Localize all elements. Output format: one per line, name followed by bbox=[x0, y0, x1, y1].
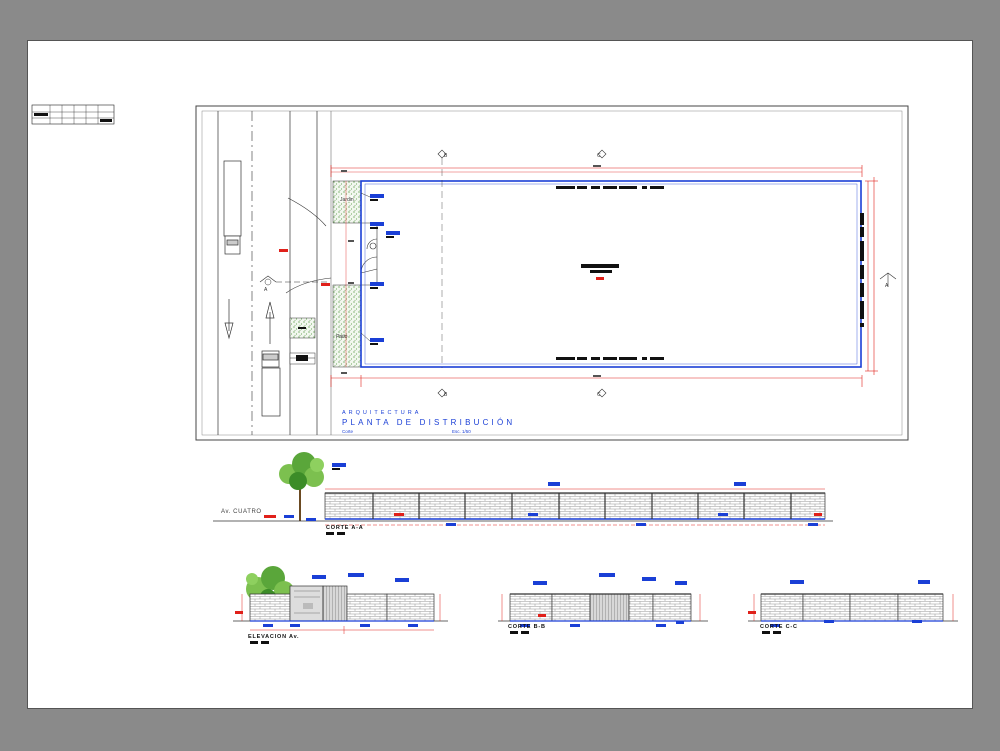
main-building-outline bbox=[360, 180, 862, 368]
drawing-sheet: A Jardin Patio bbox=[28, 41, 972, 708]
cad-drawing: A Jardin Patio bbox=[31, 104, 958, 644]
direction-arrows bbox=[224, 299, 275, 344]
scale-bar bbox=[337, 532, 345, 535]
scale-bar bbox=[762, 631, 770, 634]
plan-frame bbox=[195, 105, 909, 441]
corte-a-title: CORTE A-A bbox=[326, 525, 364, 531]
tags-corte-a bbox=[394, 482, 822, 526]
red-tag bbox=[321, 283, 330, 286]
plan-caption-left: Corte bbox=[342, 429, 354, 434]
red-tag bbox=[279, 249, 288, 252]
scale-bar bbox=[510, 631, 518, 634]
svg-text:A: A bbox=[264, 287, 268, 293]
entrance-curve-2 bbox=[285, 277, 332, 294]
garden-label: Jardin bbox=[340, 197, 354, 203]
blue-annotation-tags bbox=[360, 192, 400, 345]
wall-corte-c bbox=[748, 593, 958, 622]
vehicle-top-view bbox=[261, 350, 281, 417]
section-marker-b-top bbox=[437, 149, 447, 398]
plan-caption-right: Esc. 1/50 bbox=[452, 429, 471, 434]
dimension-ticks bbox=[341, 165, 601, 377]
plan-title: PLANTA DE DISTRIBUCIÓN bbox=[342, 418, 515, 427]
street-name-label: Av. CUATRO bbox=[221, 509, 262, 515]
plan-dimension-lines bbox=[330, 165, 878, 387]
section-a-right: A bbox=[885, 283, 889, 289]
elevacion-title: ELEVACION Av. bbox=[248, 634, 299, 640]
tags-corte-b bbox=[520, 573, 687, 627]
plan-subtitle: ARQUITECTURA bbox=[342, 410, 421, 416]
tag bbox=[332, 463, 346, 467]
tree-corte-a bbox=[279, 452, 324, 521]
patio-label: Patio bbox=[336, 334, 348, 340]
street-lanes bbox=[217, 111, 332, 435]
sidewalk-planter bbox=[289, 317, 316, 365]
section-c-bottom: C bbox=[597, 392, 601, 398]
door-swings bbox=[360, 222, 378, 286]
section-c-top: C bbox=[597, 153, 601, 159]
tags-corte-c bbox=[748, 580, 930, 627]
scale-bar bbox=[326, 532, 334, 535]
title-block-table bbox=[31, 104, 115, 125]
center-room-label bbox=[581, 264, 619, 280]
section-marker-a-right bbox=[879, 272, 897, 287]
wall-corte-b bbox=[498, 593, 708, 622]
section-b-bottom: B bbox=[444, 392, 448, 398]
entrance-curve bbox=[287, 197, 327, 227]
scale-bar bbox=[521, 631, 529, 634]
perimeter-wall-corte-a bbox=[324, 488, 826, 526]
section-marker-a-left: A bbox=[259, 275, 328, 293]
tags-elevacion bbox=[235, 573, 418, 627]
section-b-top: B bbox=[444, 153, 448, 159]
ground-line-corte-a bbox=[213, 515, 833, 522]
corte-c-title: CORTE C-C bbox=[760, 624, 798, 630]
garden-strip: Jardin Patio bbox=[332, 180, 362, 368]
wall-labels bbox=[556, 186, 664, 360]
elevation-wall bbox=[233, 585, 448, 634]
scale-bar bbox=[250, 641, 258, 644]
section-marker-c-top bbox=[597, 149, 607, 398]
scale-bar bbox=[261, 641, 269, 644]
scale-bar bbox=[773, 631, 781, 634]
truck-top-view bbox=[223, 160, 242, 255]
corte-b-title: CORTE B-B bbox=[508, 624, 546, 630]
tag bbox=[332, 468, 340, 470]
right-wall-labels bbox=[860, 213, 864, 327]
